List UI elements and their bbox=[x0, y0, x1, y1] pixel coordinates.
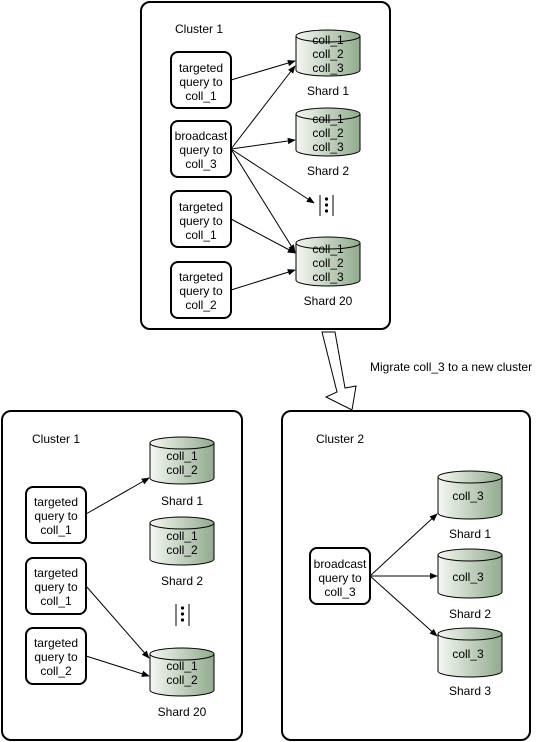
edge-arrow bbox=[230, 137, 296, 150]
collection-label: coll_1 bbox=[312, 112, 344, 126]
query-line: query to bbox=[179, 214, 223, 228]
query-box: broadcast query to coll_3 bbox=[170, 120, 232, 178]
edge-arrow bbox=[369, 513, 438, 577]
shard-cylinder: coll_1 coll_2 bbox=[149, 436, 215, 485]
cluster-top-label: Cluster 1 bbox=[175, 22, 223, 36]
edge-arrow bbox=[230, 65, 296, 150]
query-line: query to bbox=[34, 580, 78, 594]
shard-label: Shard 1 bbox=[161, 494, 203, 508]
query-line: targeted bbox=[34, 636, 78, 650]
edge-arrow bbox=[230, 148, 296, 253]
shard-label: Shard 2 bbox=[307, 164, 349, 178]
edge-arrow bbox=[369, 575, 438, 637]
query-line: query to bbox=[179, 75, 223, 89]
collection-label: coll_2 bbox=[166, 463, 198, 477]
shard-label: Shard 2 bbox=[449, 607, 491, 621]
query-box: targeted query to coll_1 bbox=[25, 486, 87, 544]
shard-label: Shard 20 bbox=[304, 294, 353, 308]
query-line: targeted bbox=[34, 566, 78, 580]
cluster-top: Cluster 1 targeted query to coll_1 broad… bbox=[140, 1, 391, 330]
cluster-bottom-right-label: Cluster 2 bbox=[316, 432, 364, 446]
shard-cylinder: coll_3 bbox=[437, 627, 503, 678]
ellipsis-icon bbox=[175, 604, 190, 626]
query-line: coll_1 bbox=[185, 89, 217, 103]
collection-label: coll_2 bbox=[312, 256, 344, 270]
shard-cylinder: coll_1 coll_2 coll_3 bbox=[295, 107, 361, 157]
edge-arrow bbox=[85, 477, 150, 515]
shard-cylinder: coll_1 coll_2 bbox=[149, 647, 215, 697]
shard-cylinder: coll_1 coll_2 coll_3 bbox=[295, 236, 361, 287]
shard-label: Shard 2 bbox=[161, 574, 203, 588]
cluster-bottom-left-label: Cluster 1 bbox=[32, 432, 80, 446]
collection-label: coll_1 bbox=[166, 449, 198, 463]
collection-label: coll_3 bbox=[452, 489, 484, 503]
query-line: query to bbox=[34, 509, 78, 523]
query-line: coll_3 bbox=[324, 585, 356, 599]
collection-label: coll_2 bbox=[312, 47, 344, 61]
query-line: broadcast bbox=[314, 557, 367, 571]
collection-label: coll_3 bbox=[452, 647, 484, 661]
collection-label: coll_2 bbox=[166, 673, 198, 687]
query-line: targeted bbox=[179, 61, 223, 75]
collection-label: coll_3 bbox=[312, 61, 344, 75]
collection-label: coll_3 bbox=[312, 140, 344, 154]
query-line: query to bbox=[318, 571, 362, 585]
query-line: coll_3 bbox=[185, 157, 217, 171]
query-box: targeted query to coll_1 bbox=[170, 51, 232, 109]
migrate-label: Migrate coll_3 to a new cluster bbox=[370, 360, 532, 374]
edge-arrow bbox=[230, 218, 296, 254]
cluster-bottom-left: Cluster 1 targeted query to coll_1 targe… bbox=[1, 410, 243, 741]
query-line: targeted bbox=[34, 495, 78, 509]
edge-arrow bbox=[230, 59, 296, 81]
collection-label: coll_3 bbox=[452, 570, 484, 584]
query-box: broadcast query to coll_3 bbox=[309, 547, 371, 605]
shard-cylinder: coll_3 bbox=[437, 470, 503, 520]
cluster-bottom-right: Cluster 2 broadcast query to coll_3 coll… bbox=[281, 410, 531, 741]
query-line: targeted bbox=[179, 270, 223, 284]
query-line: coll_2 bbox=[40, 664, 72, 678]
query-line: query to bbox=[179, 284, 223, 298]
query-line: coll_2 bbox=[185, 298, 217, 312]
collection-label: coll_2 bbox=[312, 126, 344, 140]
shard-label: Shard 20 bbox=[158, 705, 207, 719]
query-line: coll_1 bbox=[185, 228, 217, 242]
shard-label: Shard 1 bbox=[449, 527, 491, 541]
edge-arrow bbox=[85, 655, 150, 677]
ellipsis-icon bbox=[319, 195, 334, 216]
collection-label: coll_3 bbox=[312, 270, 344, 284]
edge-arrow bbox=[230, 148, 315, 204]
collection-label: coll_1 bbox=[166, 659, 198, 673]
query-line: targeted bbox=[179, 200, 223, 214]
shard-cylinder: coll_1 coll_2 bbox=[149, 516, 215, 566]
collection-label: coll_2 bbox=[166, 543, 198, 557]
collection-label: coll_1 bbox=[312, 33, 344, 47]
collection-label: coll_1 bbox=[312, 242, 344, 256]
shard-cylinder: coll_3 bbox=[437, 548, 503, 599]
query-line: coll_1 bbox=[40, 594, 72, 608]
query-box: targeted query to coll_1 bbox=[25, 557, 87, 615]
collection-label: coll_1 bbox=[166, 529, 198, 543]
shard-cylinder: coll_1 coll_2 coll_3 bbox=[295, 29, 361, 77]
query-line: coll_1 bbox=[40, 523, 72, 537]
query-line: broadcast bbox=[175, 129, 228, 143]
edge-arrow bbox=[230, 269, 296, 291]
query-box: targeted query to coll_1 bbox=[170, 190, 232, 248]
edge-arrow bbox=[85, 585, 150, 659]
migrate-arrow-icon bbox=[321, 331, 357, 411]
shard-label: Shard 1 bbox=[307, 84, 349, 98]
query-box: targeted query to coll_2 bbox=[170, 261, 232, 319]
shard-label: Shard 3 bbox=[449, 684, 491, 698]
query-box: targeted query to coll_2 bbox=[25, 627, 87, 685]
query-line: query to bbox=[34, 650, 78, 664]
query-line: query to bbox=[179, 143, 223, 157]
